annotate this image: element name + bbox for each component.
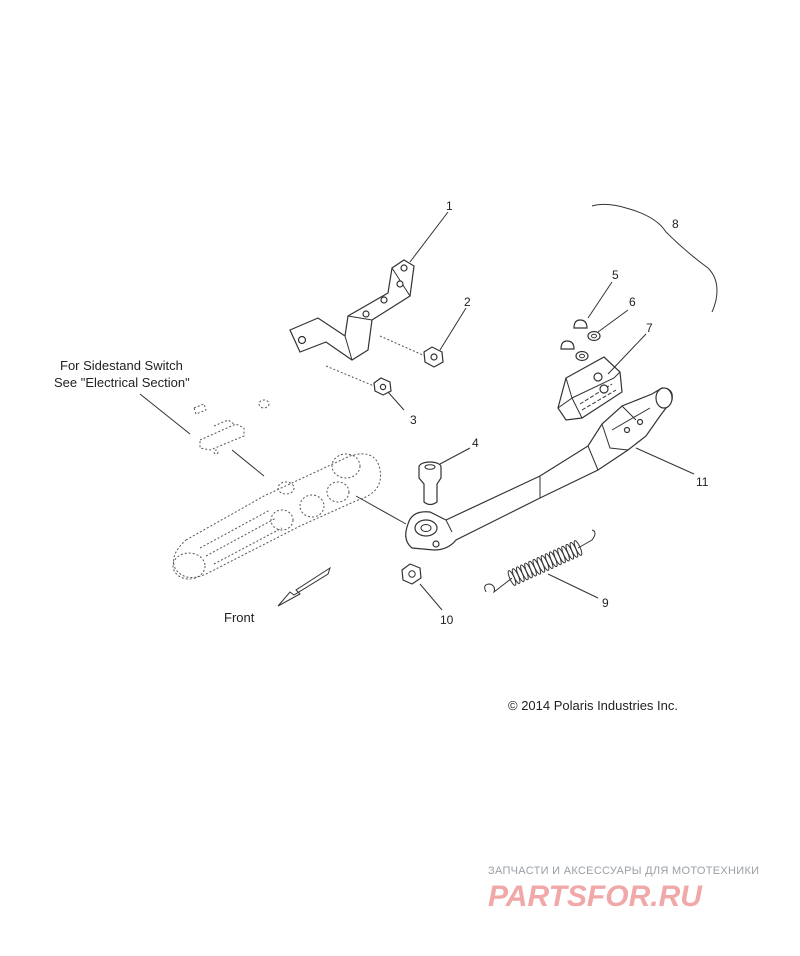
copyright-text: © 2014 Polaris Industries Inc. [508,698,678,713]
callout-10: 10 [440,613,454,627]
foot-pad [557,356,623,421]
callout-1: 1 [446,199,453,213]
sidestand-switch [193,399,270,455]
return-spring [484,529,596,594]
sidestand-leg [405,387,673,551]
bolt-2 [379,335,444,368]
callout-2: 2 [464,295,471,309]
watermark: ЗАПЧАСТИ И АКСЕССУАРЫ ДЛЯ МОТОТЕХНИКИ PA… [488,865,759,913]
callout-7: 7 [646,321,653,335]
sidestand-note-line1: For Sidestand Switch [60,358,183,373]
callout-9: 9 [602,596,609,610]
callout-6: 6 [629,295,636,309]
sidestand-note-line2: See "Electrical Section" [54,375,190,390]
spring-coil [573,540,583,556]
front-label: Front [224,610,255,625]
front-arrow [277,566,331,607]
callout-5: 5 [612,268,619,282]
mounting-bracket [289,259,415,361]
pivot-pin [418,461,442,506]
callout-4: 4 [472,436,479,450]
caps-and-washers [560,319,601,362]
callout-3: 3 [410,413,417,427]
watermark-logo: PARTSFOR.RU [488,880,703,913]
callout-8: 8 [672,217,679,231]
callout-labels: 1 2 3 4 5 6 7 8 9 10 11 [410,199,709,627]
watermark-subtitle: ЗАПЧАСТИ И АКСЕССУАРЫ ДЛЯ МОТОТЕХНИКИ [488,865,759,877]
group-bracket-8 [591,203,718,313]
leader-lines [139,211,695,611]
callout-11: 11 [696,475,709,489]
phantom-frame-arm [172,453,382,580]
bolt-3 [325,365,392,396]
hex-nut [401,563,422,585]
